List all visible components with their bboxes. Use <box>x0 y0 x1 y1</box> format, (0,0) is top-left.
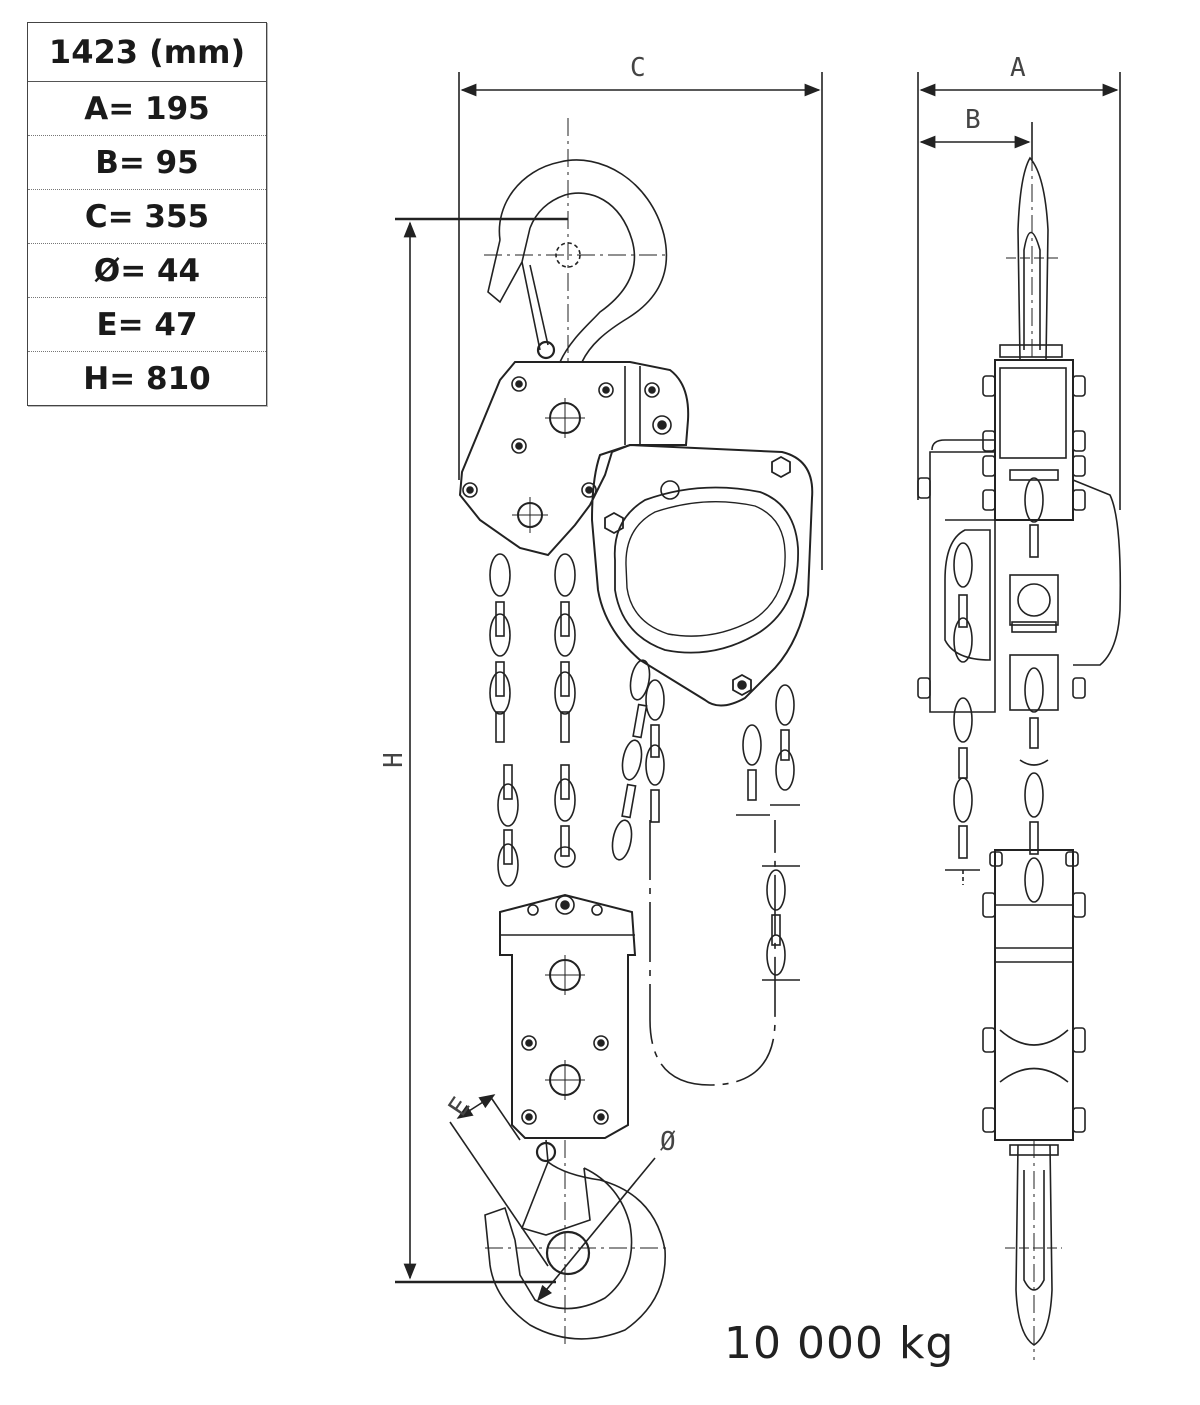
spec-table: 1423 (mm) A= 195 B= 95 C= 355 Ø= 44 E= 4… <box>27 22 267 406</box>
spec-table-header: 1423 (mm) <box>28 23 266 82</box>
dimension-label-b: B <box>965 105 981 135</box>
capacity-label: 10 000 kg <box>724 1318 955 1369</box>
load-chains <box>489 553 800 1086</box>
lower-block <box>499 893 637 1139</box>
side-lower-block <box>982 849 1086 1141</box>
upper-block <box>458 361 690 557</box>
side-top-hook <box>999 122 1063 361</box>
spec-row-h: H= 810 <box>83 360 211 397</box>
dimension-h <box>395 217 568 1284</box>
load-chain-middle <box>554 553 576 868</box>
bottom-hook <box>484 1139 668 1345</box>
dimension-label-e: E <box>443 1092 477 1122</box>
spec-row-b: B= 95 <box>28 136 266 190</box>
spec-row-c: C= 355 <box>28 190 266 244</box>
side-upper-block <box>917 359 1122 713</box>
dimension-label-phi: Ø <box>660 1127 676 1157</box>
dimension-label-h: H <box>379 752 409 768</box>
load-chain-right <box>611 659 665 861</box>
dimension-c <box>458 72 823 570</box>
dimension-label-c: C <box>630 53 646 83</box>
top-hook <box>484 118 670 363</box>
spec-row-a: A= 195 <box>28 82 266 136</box>
side-chains <box>945 477 1049 903</box>
spec-row-phi: Ø= 44 <box>28 244 266 298</box>
side-bolts <box>917 375 1086 699</box>
dimension-label-a: A <box>1010 53 1026 83</box>
spec-row-e: E= 47 <box>28 298 266 352</box>
dimension-a <box>917 72 1121 510</box>
hand-wheel-cover <box>590 443 814 707</box>
side-bottom-hook <box>1005 1140 1062 1360</box>
upper-block-bolts <box>462 376 672 498</box>
hand-chain-right <box>736 684 800 981</box>
load-chain-left <box>489 553 519 887</box>
dimension-phi <box>536 1157 656 1302</box>
dimension-e <box>449 1094 549 1267</box>
